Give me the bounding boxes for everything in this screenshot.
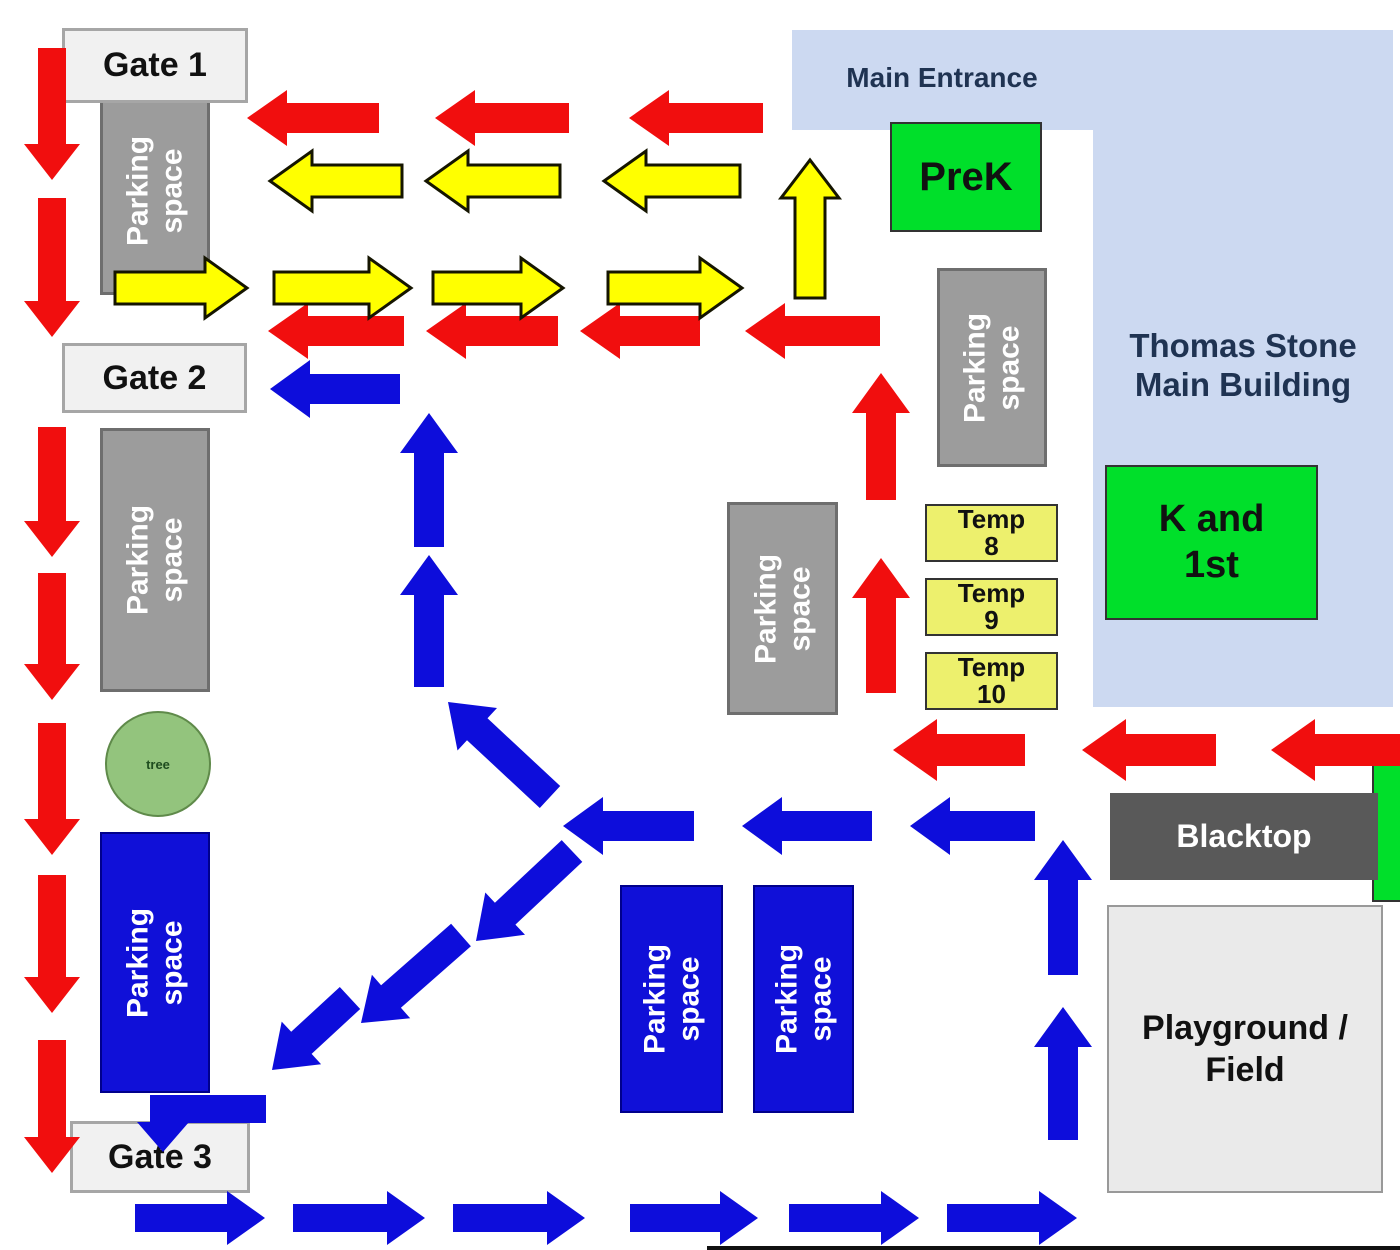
red-left-bottom-1 xyxy=(893,719,1025,781)
red-left-mid-1 xyxy=(268,303,404,359)
playground-field-area: Playground / Field xyxy=(1107,905,1383,1193)
k-and-1st-line2: 1st xyxy=(1184,543,1239,586)
blue-right-bottom-6 xyxy=(947,1191,1077,1245)
red-down-4 xyxy=(24,573,80,700)
main-building-label-line1: Thomas Stone xyxy=(1129,327,1357,364)
yellow-left-1 xyxy=(267,148,404,214)
blue-diag-upleft xyxy=(448,702,561,808)
prek-room: PreK xyxy=(890,122,1042,232)
yellow-right-2 xyxy=(272,255,414,321)
red-down-2 xyxy=(24,198,80,337)
gate-3: Gate 3 xyxy=(70,1121,250,1193)
k-and-1st-line1: K and xyxy=(1158,497,1265,540)
gate-1: Gate 1 xyxy=(62,28,248,103)
red-down-5 xyxy=(24,723,80,855)
blacktop-area: Blacktop xyxy=(1110,793,1378,880)
blue-up-center-1 xyxy=(400,413,458,547)
blue-right-bottom-5 xyxy=(789,1191,919,1245)
blue-right-bottom-3 xyxy=(453,1191,585,1245)
red-left-top-1 xyxy=(247,90,379,146)
yellow-right-4 xyxy=(606,255,745,321)
blue-left-mid-1 xyxy=(563,797,694,855)
blue-diag-downleft-1 xyxy=(476,840,583,941)
blue-left-gate2 xyxy=(270,360,400,418)
boundary-line xyxy=(707,1246,1400,1250)
blue-bar-gate3 xyxy=(150,1095,266,1123)
main-entrance-label: Main Entrance xyxy=(846,62,1038,93)
blue-up-center-2 xyxy=(400,555,458,687)
tree: tree xyxy=(105,711,211,817)
blue-diag-downleft-2 xyxy=(361,923,471,1023)
red-left-top-3 xyxy=(629,90,763,146)
yellow-left-2 xyxy=(423,148,562,214)
blue-right-bottom-1 xyxy=(135,1191,265,1245)
blue-left-mid-2 xyxy=(742,797,872,855)
yellow-left-3 xyxy=(601,148,742,214)
blue-left-mid-3 xyxy=(910,797,1035,855)
blue-up-right-2 xyxy=(1034,1007,1092,1140)
red-up-2 xyxy=(852,558,910,693)
blue-right-bottom-4 xyxy=(630,1191,758,1245)
red-down-3 xyxy=(24,427,80,557)
main-building-label: Thomas Stone Main Building xyxy=(1093,327,1393,405)
red-left-bottom-2 xyxy=(1082,719,1216,781)
blue-up-right-1 xyxy=(1034,840,1092,975)
k-and-1st-room: K and 1st xyxy=(1105,465,1318,620)
red-down-6 xyxy=(24,875,80,1013)
gate-2: Gate 2 xyxy=(62,343,247,413)
blue-diag-downleft-3 xyxy=(272,987,361,1070)
main-building-label-line2: Main Building xyxy=(1134,365,1352,403)
yellow-up-1 xyxy=(777,157,843,300)
red-up-1 xyxy=(852,373,910,500)
red-left-mid-4 xyxy=(745,303,880,359)
playground-label-line2: Field xyxy=(1205,1051,1285,1089)
red-left-top-2 xyxy=(435,90,569,146)
playground-label-line1: Playground / xyxy=(1142,1008,1348,1047)
red-left-mid-3 xyxy=(580,303,700,359)
blue-right-bottom-2 xyxy=(293,1191,425,1245)
yellow-right-3 xyxy=(431,255,566,321)
red-left-mid-2 xyxy=(426,303,558,359)
